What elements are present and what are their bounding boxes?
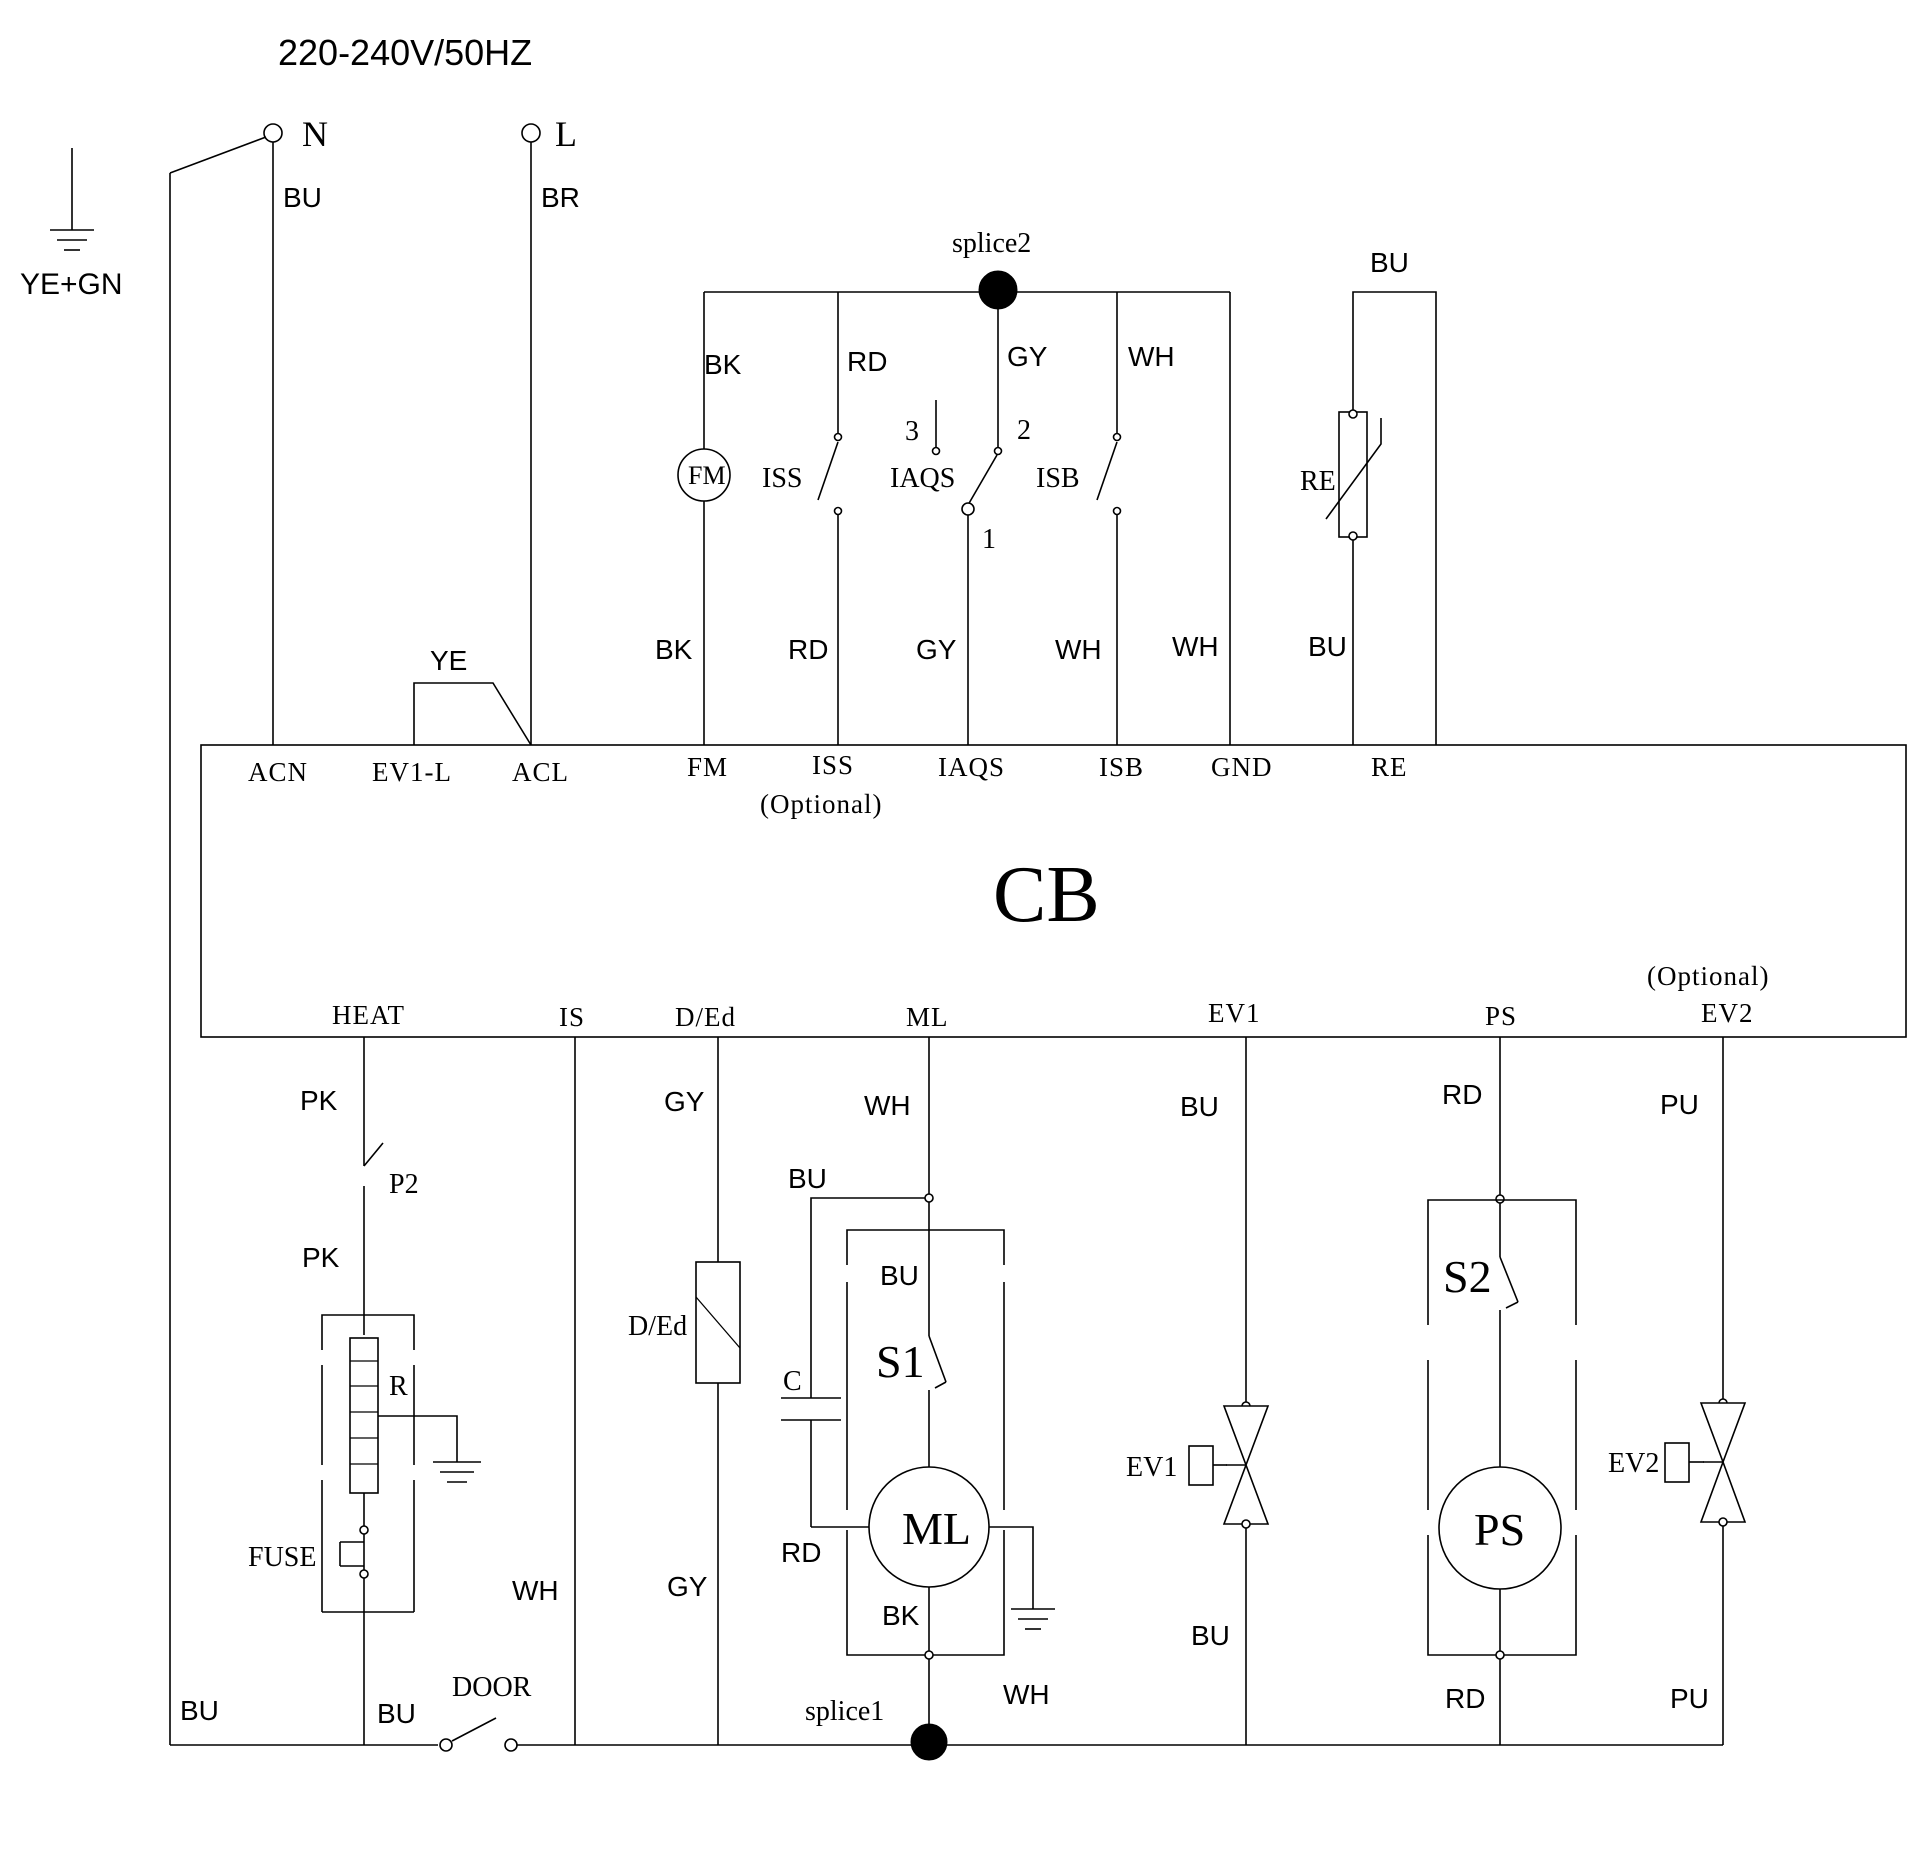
fuse-symbol <box>339 1525 369 1579</box>
resistor-label: R <box>389 1371 408 1402</box>
iss-top-wire-color: RD <box>847 346 887 377</box>
s2-label: S2 <box>1443 1251 1492 1302</box>
capacitor-label: C <box>783 1366 802 1397</box>
splice2-junction <box>978 270 1018 310</box>
ml-rd-wire-color: RD <box>781 1537 821 1568</box>
pin-is: IS <box>559 1002 585 1032</box>
pin-iaqs: IAQS <box>938 752 1005 782</box>
heat-wire-color-1: PK <box>300 1085 338 1116</box>
ml-top-wire-color: WH <box>864 1090 911 1121</box>
s1-label: S1 <box>876 1336 925 1387</box>
fuse-label: FUSE <box>248 1542 316 1573</box>
pin-iss-optional-note: (Optional) <box>760 789 882 819</box>
ml-bu-wire-color-2: BU <box>880 1260 919 1291</box>
ev1-bottom-wire-color: BU <box>1191 1620 1230 1651</box>
isb-label: ISB <box>1036 463 1080 494</box>
isb-top-wire-color: WH <box>1128 341 1175 372</box>
fan-motor-label: FM <box>688 461 726 490</box>
ml-bk-wire-color: BK <box>882 1600 920 1631</box>
neutral-terminal-label: N <box>302 114 328 154</box>
pin-heat: HEAT <box>332 1000 405 1030</box>
ev2-label: EV2 <box>1608 1448 1659 1479</box>
re-bottom-wire-color: BU <box>1308 631 1347 662</box>
drain-motor-module <box>846 1229 1005 1656</box>
heater-module <box>321 1314 415 1613</box>
neutral-wire-color: BU <box>283 182 322 213</box>
p2-switch-symbol <box>363 1142 384 1167</box>
s2-switch-symbol <box>1499 1256 1519 1303</box>
re-label: RE <box>1300 466 1336 497</box>
s1-switch-symbol <box>928 1335 947 1383</box>
live-wire-color: BR <box>541 182 580 213</box>
iaqs-contact-3: 3 <box>905 416 919 447</box>
pin-acl: ACL <box>512 757 569 787</box>
iaqs-bottom-wire-color: GY <box>916 634 957 665</box>
ev1-label: EV1 <box>1126 1452 1177 1483</box>
pin-acn: ACN <box>248 757 308 787</box>
re-sensor-symbol <box>1338 411 1368 538</box>
is-wire-color: WH <box>512 1575 559 1606</box>
iss-bottom-wire-color: RD <box>788 634 828 665</box>
pin-ev1-l: EV1-L <box>372 757 452 787</box>
door-label: DOOR <box>452 1672 532 1703</box>
pin-ml: ML <box>906 1002 949 1032</box>
heater-resistor-symbol <box>349 1337 379 1494</box>
neutral-terminal <box>263 123 283 143</box>
ev2-top-wire-color: PU <box>1660 1089 1699 1120</box>
gnd-wire-color: WH <box>1172 631 1219 662</box>
door-bu-wire-color: BU <box>377 1698 416 1729</box>
live-terminal <box>521 123 541 143</box>
pin-iss: ISS <box>812 750 854 780</box>
pin-ev2: EV2 <box>1701 998 1754 1028</box>
supply-voltage-label: 220-240V/50HZ <box>278 32 532 73</box>
iaqs-switch-symbol <box>967 454 998 506</box>
splice1-label: splice1 <box>805 1696 884 1727</box>
ps-label: PS <box>1474 1504 1525 1555</box>
live-terminal-label: L <box>555 114 577 154</box>
p2-label: P2 <box>389 1169 419 1200</box>
pin-gnd: GND <box>1211 752 1273 782</box>
splice2-label: splice2 <box>952 228 1031 259</box>
re-top-wire-color: BU <box>1370 247 1409 278</box>
fm-top-wire-color: BK <box>704 349 742 380</box>
controller-label: CB <box>993 851 1100 939</box>
fm-bottom-wire-color: BK <box>655 634 693 665</box>
ded-label: D/Ed <box>628 1311 687 1342</box>
isb-bottom-wire-color: WH <box>1055 634 1102 665</box>
ev1-top-wire-color: BU <box>1180 1091 1219 1122</box>
iaqs-contact-1: 1 <box>982 524 996 555</box>
iaqs-label: IAQS <box>890 463 955 494</box>
heater-ground-icon <box>433 1461 481 1483</box>
ded-top-wire-color: GY <box>664 1086 705 1117</box>
pin-ps: PS <box>1485 1001 1517 1031</box>
controller-board <box>200 744 1907 1038</box>
ded-bottom-wire-color: GY <box>667 1571 708 1602</box>
isb-switch-symbol <box>1096 441 1118 501</box>
drain-motor-label: ML <box>902 1503 971 1554</box>
ml-wh-wire-color: WH <box>1003 1679 1050 1710</box>
ev2-bottom-wire-color: PU <box>1670 1683 1709 1714</box>
iaqs-top-wire-color: GY <box>1007 341 1048 372</box>
pin-ev1: EV1 <box>1208 998 1261 1028</box>
ps-top-wire-color: RD <box>1442 1079 1482 1110</box>
ps-bottom-wire-color: RD <box>1445 1683 1485 1714</box>
heat-wire-color-2: PK <box>302 1242 340 1273</box>
pin-ded: D/Ed <box>675 1002 736 1032</box>
pin-fm: FM <box>687 752 728 782</box>
pin-isb: ISB <box>1099 752 1144 782</box>
earth-ground-icon <box>50 148 94 251</box>
left-bu-wire-color: BU <box>180 1695 219 1726</box>
pin-ev2-optional-note: (Optional) <box>1647 961 1769 991</box>
door-switch-symbol <box>451 1717 497 1742</box>
motor-ground-icon <box>1011 1608 1055 1630</box>
iaqs-contact-2: 2 <box>1017 415 1031 446</box>
pin-re: RE <box>1371 752 1408 782</box>
iss-switch-symbol <box>817 441 839 501</box>
ml-bu-wire-color-1: BU <box>788 1163 827 1194</box>
earth-wire-label: YE+GN <box>20 268 123 301</box>
ye-jumper-color: YE <box>430 645 467 676</box>
iss-label: ISS <box>762 463 802 494</box>
